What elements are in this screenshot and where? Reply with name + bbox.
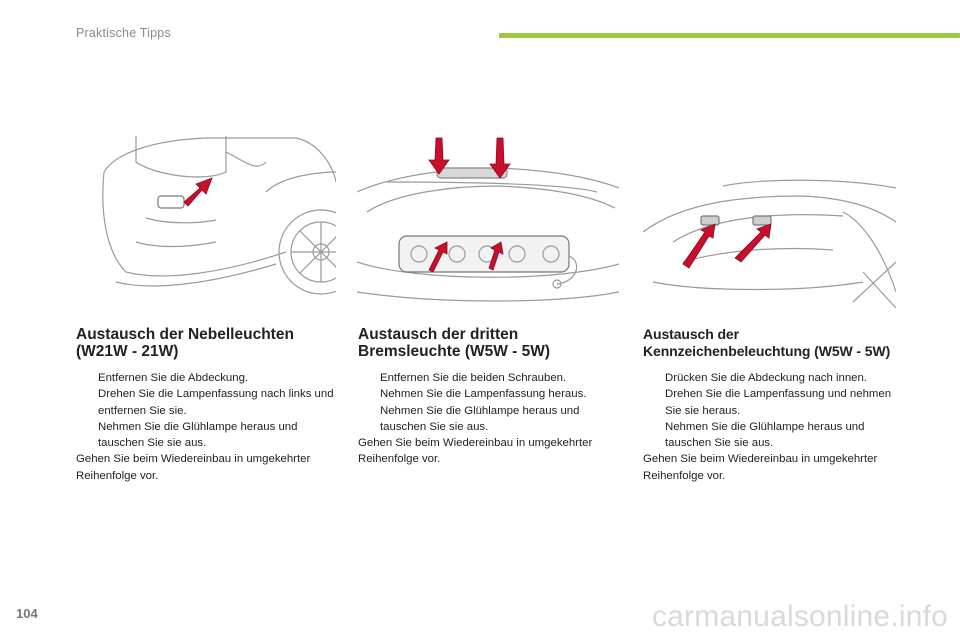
section-third-brake-light: Austausch der dritten Bremsleuchte (W5W … bbox=[358, 326, 620, 468]
section-heading: Austausch der dritten Bremsleuchte (W5W … bbox=[358, 326, 551, 360]
section-heading: Austausch der Nebelleuchten (W21W - 21W) bbox=[76, 326, 294, 360]
third-brake-light-illustration bbox=[357, 132, 619, 308]
step-text: Drehen Sie die Lampenfassung nach links … bbox=[98, 388, 334, 417]
step-text: Entfernen Sie die beiden Schrauben. bbox=[380, 372, 567, 384]
step-item: Drehen Sie die Lampenfassung nach links … bbox=[76, 386, 338, 419]
step-item: Nehmen Sie die Glühlampe heraus und taus… bbox=[76, 419, 338, 452]
watermark: carmanualsonline.info bbox=[651, 600, 948, 633]
step-item: Drücken Sie die Abdeckung nach innen. bbox=[643, 370, 905, 386]
reassembly-note: Gehen Sie beim Wiedereinbau in umgekehrt… bbox=[76, 453, 311, 482]
step-item: Drehen Sie die Lampenfassung und nehmen … bbox=[643, 386, 905, 419]
step-item: Entfernen Sie die Abdeckung. bbox=[76, 370, 338, 386]
section-accent-bar bbox=[499, 33, 960, 38]
fog-light-illustration bbox=[96, 132, 336, 308]
section-fog-lights: Austausch der Nebelleuchten (W21W - 21W)… bbox=[76, 326, 338, 484]
reassembly-note: Gehen Sie beim Wiedereinbau in umgekehrt… bbox=[643, 453, 878, 482]
step-text: Nehmen Sie die Glühlampe heraus und taus… bbox=[380, 404, 580, 433]
reassembly-note: Gehen Sie beim Wiedereinbau in umgekehrt… bbox=[358, 437, 593, 466]
step-text: Nehmen Sie die Lampenfassung heraus. bbox=[380, 388, 587, 401]
step-text: Drehen Sie die Lampenfassung und nehmen … bbox=[665, 388, 892, 417]
step-item: Nehmen Sie die Glühlampe heraus und taus… bbox=[358, 403, 620, 436]
step-list: Entfernen Sie die beiden Schrauben. Nehm… bbox=[358, 370, 620, 435]
section-license-plate-light: Austausch der Kennzeichenbeleuchtung (W5… bbox=[643, 326, 905, 484]
page-number: 104 bbox=[16, 606, 38, 621]
step-text: Nehmen Sie die Glühlampe heraus und taus… bbox=[665, 420, 865, 450]
step-item: Nehmen Sie die Lampenfassung heraus. bbox=[358, 386, 620, 402]
license-plate-light-illustration bbox=[643, 132, 896, 308]
section-heading: Austausch der Kennzeichenbeleuchtung (W5… bbox=[643, 326, 891, 359]
step-text: Nehmen Sie die Glühlampe heraus und taus… bbox=[98, 420, 298, 450]
step-text: Entfernen Sie die Abdeckung. bbox=[98, 372, 249, 384]
step-list: Drücken Sie die Abdeckung nach innen. Dr… bbox=[643, 370, 905, 451]
step-item: Nehmen Sie die Glühlampe heraus und taus… bbox=[643, 419, 905, 452]
section-title: Praktische Tipps bbox=[76, 26, 171, 40]
step-list: Entfernen Sie die Abdeckung. Drehen Sie … bbox=[76, 370, 338, 451]
step-item: Entfernen Sie die beiden Schrauben. bbox=[358, 370, 620, 386]
step-text: Drücken Sie die Abdeckung nach innen. bbox=[665, 372, 868, 384]
